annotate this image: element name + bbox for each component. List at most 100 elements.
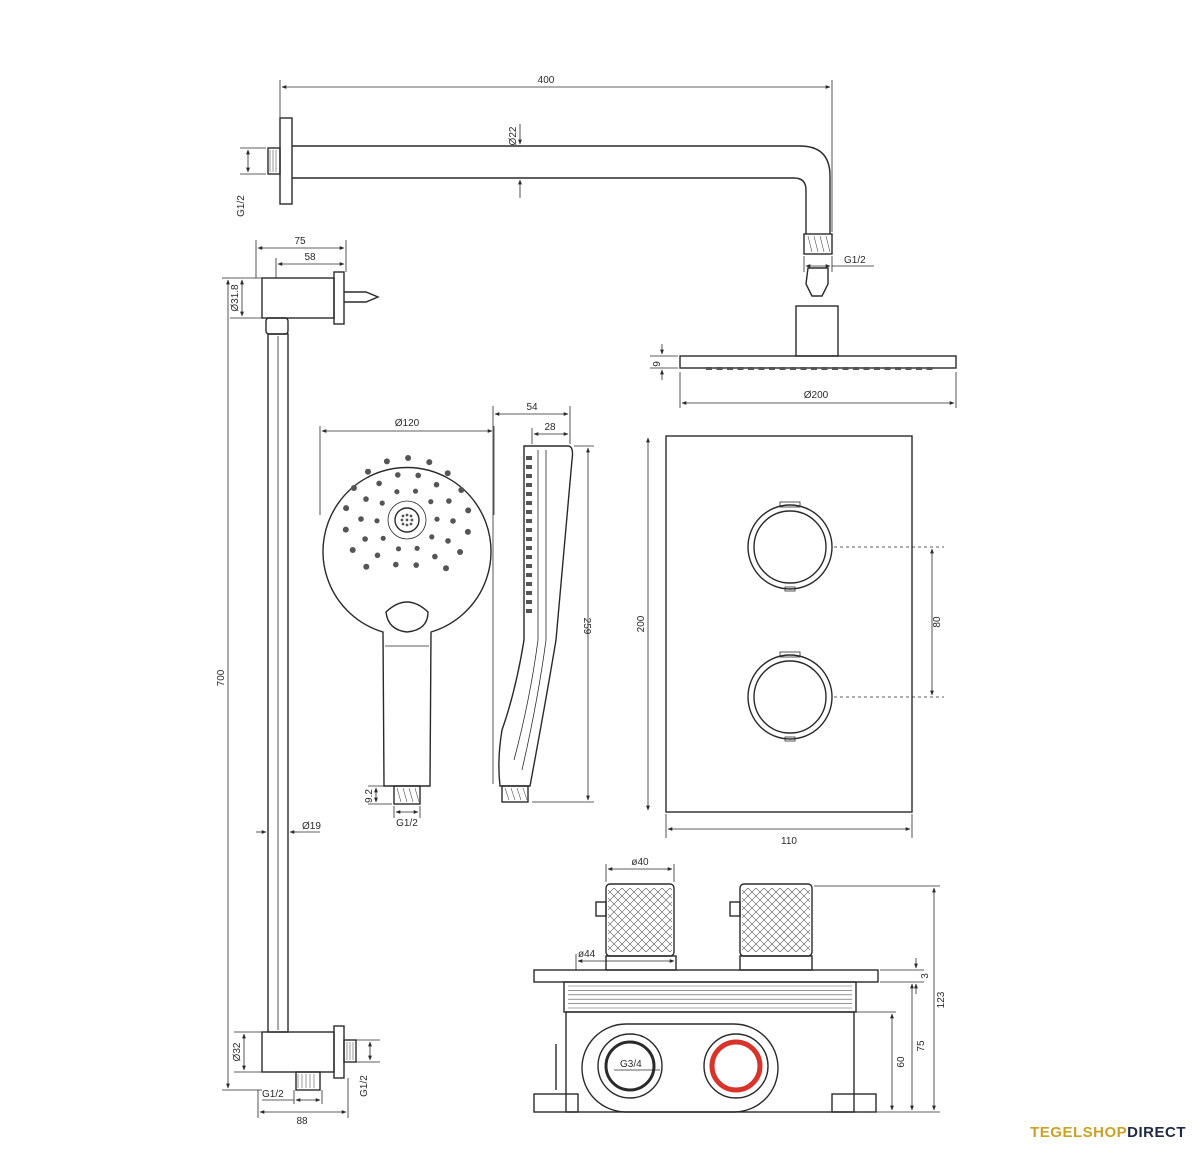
side-nozzle bbox=[526, 537, 532, 541]
dim-total-depth: 123 bbox=[936, 991, 947, 1008]
dim-bracket-75: 75 bbox=[294, 236, 306, 247]
knurl-line bbox=[669, 949, 672, 952]
knurl-line bbox=[820, 888, 884, 952]
center-nozzle bbox=[405, 518, 409, 522]
dim-hand-thread-len: 9.2 bbox=[364, 789, 375, 803]
nozzle bbox=[343, 505, 350, 512]
nozzle bbox=[358, 516, 364, 522]
head-nozzle bbox=[706, 367, 712, 370]
head-nozzle bbox=[916, 367, 922, 370]
hand-shower-side bbox=[498, 445, 574, 803]
center-nozzle bbox=[409, 522, 413, 526]
knurl-line bbox=[742, 921, 773, 952]
knurl-line bbox=[779, 921, 810, 952]
knurl-line bbox=[542, 888, 606, 952]
knurl-line bbox=[795, 888, 810, 903]
knurl-line bbox=[676, 888, 740, 952]
knurl-line bbox=[742, 929, 765, 952]
hand-front-dimensions: Ø120 9.2 G1/2 bbox=[319, 418, 495, 829]
nozzle bbox=[443, 565, 449, 572]
head-nozzle bbox=[832, 367, 838, 370]
knob-top bbox=[747, 501, 833, 592]
head-nozzle bbox=[842, 367, 849, 370]
knurl-line bbox=[787, 888, 810, 911]
side-nozzle bbox=[526, 483, 532, 487]
knurl-line bbox=[608, 937, 623, 952]
knurl-line bbox=[787, 929, 810, 952]
slide-rail bbox=[261, 271, 380, 1091]
nozzle bbox=[450, 518, 456, 524]
nozzle bbox=[433, 481, 440, 488]
nozzle bbox=[395, 472, 401, 478]
knurl-line bbox=[678, 888, 742, 952]
knurl-line bbox=[836, 888, 900, 952]
knurl-line bbox=[868, 888, 932, 952]
nozzle bbox=[445, 538, 451, 544]
nozzle bbox=[394, 489, 400, 495]
knob-bottom bbox=[747, 651, 833, 742]
dim-plate-thickness: 3 bbox=[920, 973, 931, 979]
center-nozzle bbox=[405, 523, 409, 527]
head-nozzle bbox=[895, 367, 901, 370]
knurl-line bbox=[742, 888, 757, 903]
arm-dimensions: 400 Ø22 G1/2 G1/2 bbox=[236, 75, 874, 272]
knurl-line bbox=[742, 888, 789, 935]
dim-side-length: 259 bbox=[581, 618, 592, 635]
knurl-line bbox=[608, 888, 655, 935]
dim-hand-thread: G1/2 bbox=[396, 818, 418, 829]
knurl-line bbox=[613, 893, 672, 952]
nozzle bbox=[429, 534, 435, 540]
nozzle bbox=[362, 536, 368, 542]
nozzle bbox=[374, 518, 380, 524]
nozzle bbox=[383, 458, 390, 465]
side-nozzle bbox=[526, 564, 532, 568]
side-nozzle bbox=[526, 501, 532, 505]
nozzle bbox=[374, 552, 381, 559]
head-nozzle bbox=[790, 367, 796, 370]
knurl-line bbox=[608, 921, 639, 952]
knurl-line bbox=[755, 897, 810, 952]
head-nozzle bbox=[905, 367, 912, 370]
knurl-line bbox=[812, 888, 876, 952]
dim-knob-diameter: ø40 bbox=[631, 857, 649, 868]
mixer-box: G3/4 bbox=[533, 969, 879, 1113]
nozzle bbox=[412, 488, 419, 494]
dim-depth-60: 60 bbox=[896, 1056, 907, 1068]
side-nozzle bbox=[526, 510, 532, 514]
side-nozzle bbox=[526, 609, 532, 613]
hand-side-dimensions: 54 28 259 bbox=[492, 402, 594, 803]
dim-bottom-diameter: Ø32 bbox=[232, 1042, 243, 1061]
head-nozzle bbox=[853, 367, 859, 370]
dim-rosette-diameter: ø44 bbox=[578, 949, 596, 960]
knurl-line bbox=[820, 888, 884, 952]
dim-bottom-width: 88 bbox=[296, 1116, 308, 1127]
nozzle bbox=[457, 549, 464, 555]
dim-depth-75: 75 bbox=[916, 1040, 927, 1052]
knurl-line bbox=[844, 888, 908, 952]
nozzle bbox=[365, 468, 371, 475]
head-dimensions: 9 Ø200 bbox=[650, 344, 957, 408]
dim-bottom-thread-right: G1/2 bbox=[359, 1075, 370, 1097]
nozzle bbox=[342, 526, 349, 533]
knurl-line bbox=[803, 888, 810, 895]
knurl-line bbox=[742, 888, 765, 911]
knurl-line bbox=[608, 888, 639, 919]
nozzle bbox=[446, 498, 452, 504]
nozzle bbox=[444, 470, 451, 477]
knurl-line bbox=[645, 925, 672, 952]
head-nozzle bbox=[779, 367, 786, 370]
brand-part1: TEGELSHOP bbox=[1030, 1124, 1128, 1141]
dim-rail-diameter: Ø19 bbox=[302, 821, 321, 832]
knurl-line bbox=[608, 888, 631, 911]
dim-plate-height: 200 bbox=[636, 615, 647, 632]
knurl-line bbox=[608, 888, 623, 903]
knurl-line bbox=[742, 945, 749, 952]
nozzle bbox=[464, 528, 471, 535]
knurl-line bbox=[742, 937, 757, 952]
head-nozzle bbox=[884, 367, 891, 370]
side-nozzle bbox=[526, 519, 532, 523]
dim-bracket-58: 58 bbox=[304, 252, 316, 263]
knurl-line bbox=[608, 945, 615, 952]
nozzle bbox=[350, 485, 357, 491]
